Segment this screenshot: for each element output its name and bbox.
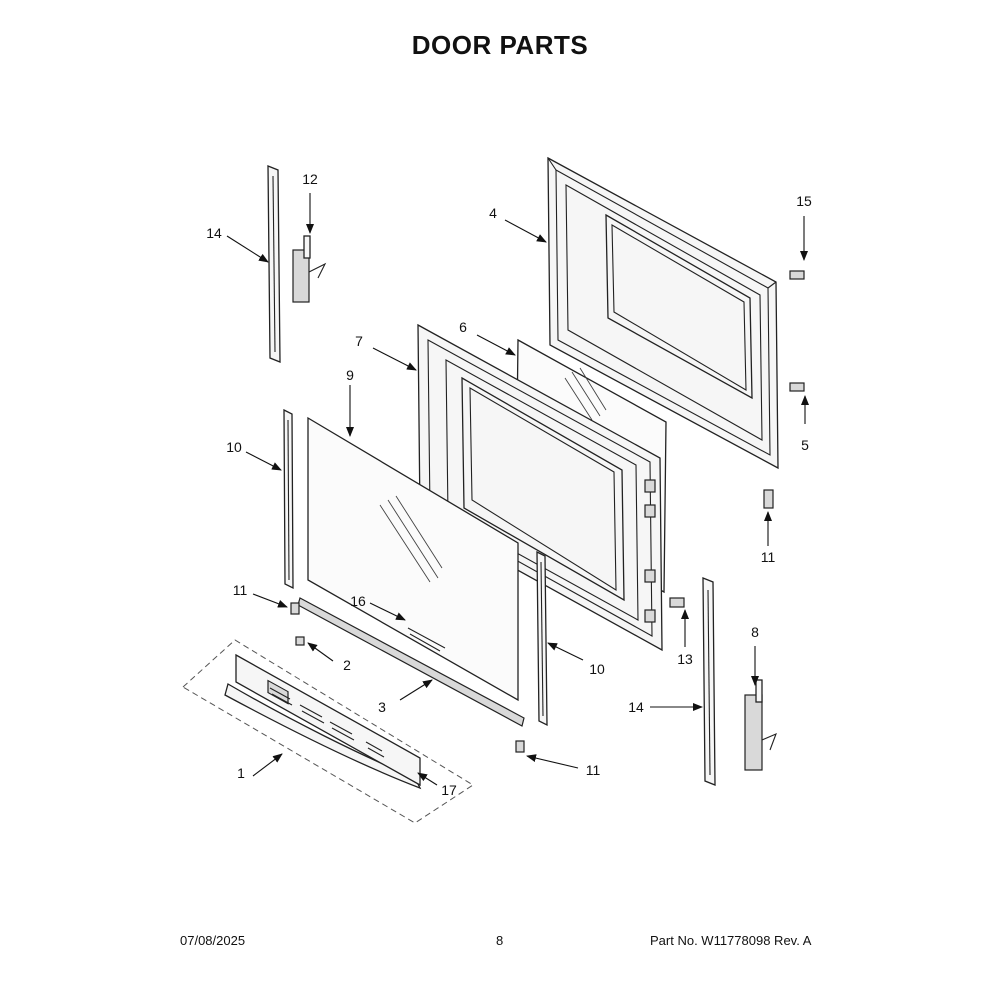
door-hinge-left <box>292 235 327 303</box>
door-handle <box>224 653 422 790</box>
callout-1: 1 <box>237 765 245 781</box>
callout-14-right: 14 <box>628 699 644 715</box>
callout-17: 17 <box>441 782 457 798</box>
callout-12: 12 <box>302 171 318 187</box>
page-title: DOOR PARTS <box>411 30 589 60</box>
footer-date: 07/08/2025 <box>180 933 246 948</box>
callout-4: 4 <box>489 205 497 221</box>
callout-13: 13 <box>677 651 693 667</box>
callout-11-right: 11 <box>761 549 776 565</box>
logo-badge <box>407 627 446 652</box>
callout-6: 6 <box>459 319 467 335</box>
footer-part-number: Part No. W11778098 Rev. A <box>650 933 812 948</box>
side-trim-right <box>536 550 548 727</box>
callout-5: 5 <box>801 437 809 453</box>
callout-2: 2 <box>343 657 351 673</box>
outer-door-panel <box>547 156 779 470</box>
callout-3: 3 <box>378 699 386 715</box>
door-hinge-right <box>744 679 777 771</box>
callout-9: 9 <box>346 367 354 383</box>
callout-10-left: 10 <box>226 439 242 455</box>
handle-vent-slots <box>269 687 385 758</box>
callout-leaders <box>226 193 809 786</box>
callout-8: 8 <box>751 624 759 640</box>
callout-10-right: 10 <box>589 661 605 677</box>
callout-7: 7 <box>355 333 363 349</box>
callout-16: 16 <box>350 593 366 609</box>
callout-11-bottom: 11 <box>586 762 601 778</box>
callout-11-left: 11 <box>233 582 248 598</box>
front-door-glass <box>307 416 519 702</box>
inner-door-frame <box>417 323 663 652</box>
screw-icon <box>290 270 805 753</box>
side-trim-left <box>283 408 294 590</box>
callout-14-left: 14 <box>206 225 222 241</box>
footer-page-number: 8 <box>496 933 504 948</box>
hinge-channel-left <box>267 165 281 363</box>
callout-15: 15 <box>796 193 812 209</box>
hinge-channel-right <box>702 577 716 786</box>
